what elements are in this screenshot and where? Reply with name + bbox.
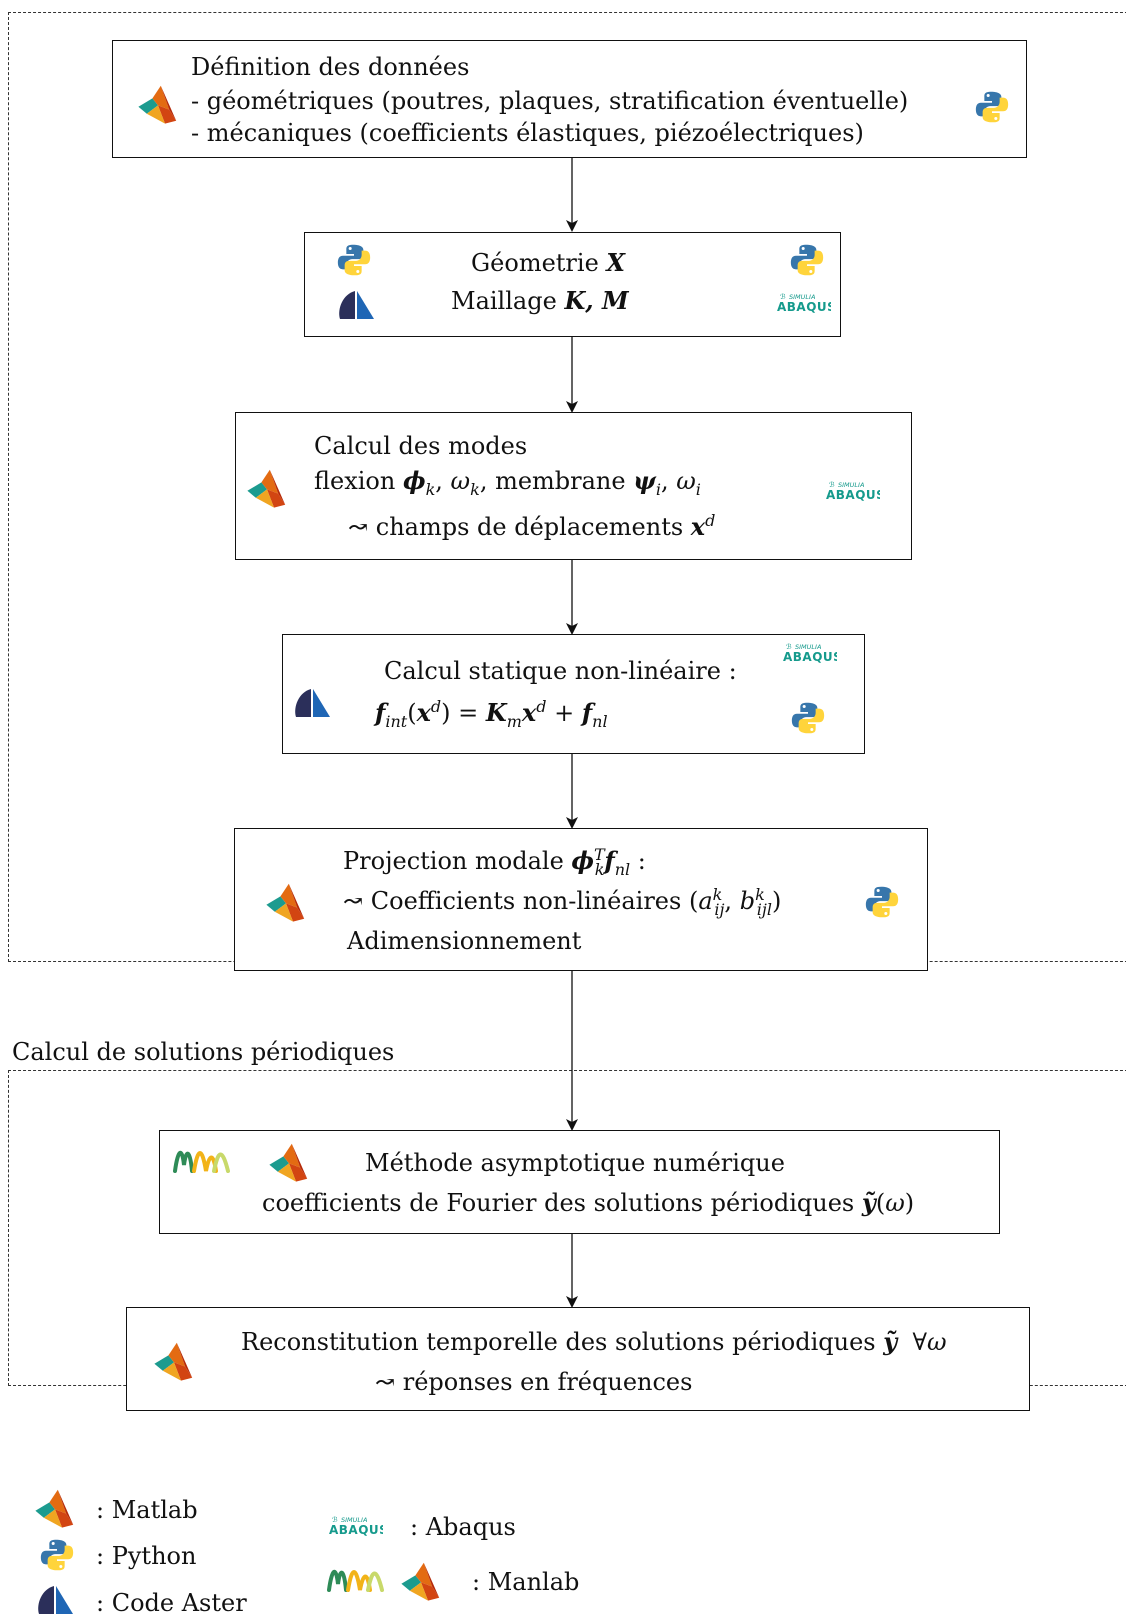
- matlab-icon: [34, 1487, 76, 1529]
- manlab-icon: [326, 1560, 386, 1596]
- abaqus-icon: [327, 1514, 383, 1538]
- geometry-line: Géometrie X: [471, 248, 626, 277]
- asymptotic-method-title: Méthode asymptotique numérique: [365, 1149, 785, 1177]
- mode-computation-box: Calcul des modes flexion ϕk, ωk, membran…: [235, 412, 912, 560]
- matlab-icon: [153, 1340, 195, 1382]
- frequency-responses-label: réponses en fréquences: [402, 1368, 693, 1396]
- geometry-symbol: X: [606, 248, 626, 277]
- python-icon: [40, 1538, 74, 1572]
- legend-python-label: : Python: [96, 1542, 197, 1570]
- static-equation: fint(xd) = Kmxd + fnl: [375, 697, 608, 731]
- python-icon: [791, 701, 825, 735]
- matlab-icon: [268, 1141, 310, 1183]
- matlab-icon: [246, 467, 288, 509]
- mesh-symbols: K, M: [564, 286, 629, 315]
- adimensionnement-text: Adimensionnement: [347, 927, 582, 955]
- abaqus-icon: [775, 291, 831, 315]
- static-nonlinear-title: Calcul statique non-linéaire :: [384, 657, 737, 685]
- matlab-icon: [137, 83, 179, 125]
- data-definition-box: Définition des données - géométriques (p…: [112, 40, 1027, 158]
- coefficients-label: Coefficients non-linéaires: [370, 887, 682, 915]
- matlab-icon: [265, 881, 307, 923]
- python-icon: [790, 243, 824, 277]
- mode-computation-title: Calcul des modes: [314, 432, 528, 460]
- modal-projection-line: Projection modale ϕTkfnl :: [343, 845, 646, 879]
- temporal-reconstruction-box: Reconstitution temporelle des solutions …: [126, 1307, 1030, 1411]
- abaqus-icon: [781, 641, 837, 665]
- flexion-membrane-line: flexion ϕk, ωk, membrane ψi, ωi: [314, 466, 701, 499]
- matlab-icon: [400, 1560, 442, 1602]
- python-icon: [975, 90, 1009, 124]
- manlab-icon: [172, 1141, 232, 1177]
- legend-matlab-label: : Matlab: [96, 1496, 198, 1524]
- code-aster-icon: [337, 289, 377, 321]
- displacement-line: ↝ champs de déplacements xd: [348, 511, 716, 541]
- python-icon: [337, 243, 371, 277]
- code-aster-icon: [293, 687, 333, 719]
- frequency-responses-line: ↝ réponses en fréquences: [375, 1368, 693, 1396]
- data-definition-mechanical: - mécaniques (coefficients élastiques, p…: [191, 119, 864, 147]
- membrane-label: , membrane: [479, 467, 626, 495]
- legend-abaqus-label: : Abaqus: [410, 1513, 516, 1541]
- coefficients-line: ↝ Coefficients non-linéaires (akij, bkij…: [343, 885, 782, 919]
- legend-manlab-label: : Manlab: [472, 1568, 580, 1596]
- flexion-label: flexion: [314, 467, 396, 495]
- geometry-label: Géometrie: [471, 249, 599, 277]
- modal-projection-title: Projection modale: [343, 847, 564, 875]
- modal-projection-box: Projection modale ϕTkfnl : ↝ Coefficient…: [234, 828, 928, 971]
- geometry-mesh-box: Géometrie X Maillage K, M: [304, 232, 841, 337]
- asymptotic-method-box: Méthode asymptotique numérique coefficie…: [159, 1130, 1000, 1234]
- temporal-reconstruction-title: Reconstitution temporelle des solutions …: [241, 1328, 876, 1356]
- periodic-solutions-section-label: Calcul de solutions périodiques: [12, 1038, 395, 1066]
- displacement-label: champs de déplacements: [375, 513, 684, 541]
- abaqus-icon: [824, 479, 880, 503]
- mesh-line: Maillage K, M: [451, 286, 629, 315]
- legend-code-aster-label: : Code Aster: [96, 1589, 247, 1617]
- data-definition-title: Définition des données: [191, 53, 470, 81]
- code-aster-icon: [36, 1584, 76, 1616]
- fourier-coeffs-line: coefficients de Fourier des solutions pé…: [262, 1188, 915, 1217]
- data-definition-geometric: - géométriques (poutres, plaques, strati…: [191, 87, 909, 115]
- fourier-coeffs-label: coefficients de Fourier des solutions pé…: [262, 1189, 855, 1217]
- static-nonlinear-box: Calcul statique non-linéaire : fint(xd) …: [282, 634, 865, 754]
- mesh-label: Maillage: [451, 287, 557, 315]
- temporal-reconstruction-line: Reconstitution temporelle des solutions …: [241, 1327, 947, 1356]
- python-icon: [865, 885, 899, 919]
